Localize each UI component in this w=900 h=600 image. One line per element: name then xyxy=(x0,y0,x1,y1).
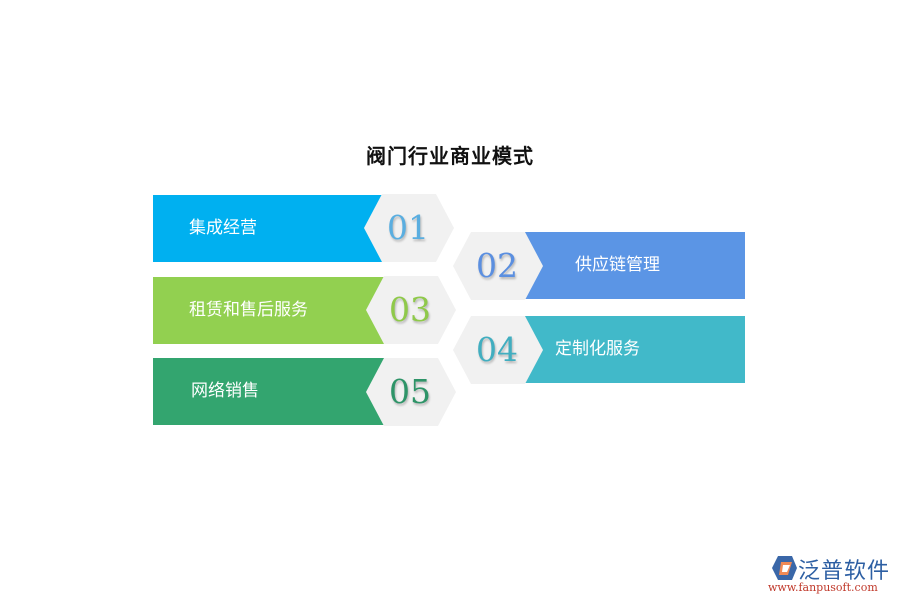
item-label-01: 集成经营 xyxy=(189,218,257,238)
hexagon-shape-icon xyxy=(453,316,543,384)
item-number-02: 02 xyxy=(476,246,518,285)
hexagon-shape-icon xyxy=(366,276,456,344)
item-label-03: 租赁和售后服务 xyxy=(189,300,308,320)
item-label-02: 供应链管理 xyxy=(575,255,660,275)
item-bar-04: 定制化服务 xyxy=(520,316,745,383)
logo-url: www.fanpusoft.com xyxy=(768,581,878,594)
hexagon-shape-icon xyxy=(366,358,456,426)
fanpu-logo-icon xyxy=(772,556,797,580)
item-bar-03: 租赁和售后服务 xyxy=(153,277,385,344)
item-number-01: 01 xyxy=(387,208,429,247)
diagram-title: 阀门行业商业模式 xyxy=(366,144,534,168)
item-label-04: 定制化服务 xyxy=(555,339,640,359)
item-label-05: 网络销售 xyxy=(191,381,259,401)
item-number-04: 04 xyxy=(476,330,518,369)
brand-logo: 泛普软件 www.fanpusoft.com xyxy=(768,553,898,598)
hexagon-04: 04 xyxy=(451,316,543,384)
item-bar-01: 集成经营 xyxy=(153,195,385,262)
hexagon-shape-icon xyxy=(364,194,454,262)
hexagon-02: 02 xyxy=(451,232,543,300)
hexagon-01: 01 xyxy=(362,194,454,262)
logo-name: 泛普软件 xyxy=(798,559,891,584)
hexagon-03: 03 xyxy=(364,276,456,344)
item-bar-05: 网络销售 xyxy=(153,358,385,425)
item-number-03: 03 xyxy=(389,290,431,329)
hexagon-shape-icon xyxy=(453,232,543,300)
item-number-05: 05 xyxy=(389,372,431,411)
item-bar-02: 供应链管理 xyxy=(520,232,745,299)
hexagon-05: 05 xyxy=(364,358,456,426)
